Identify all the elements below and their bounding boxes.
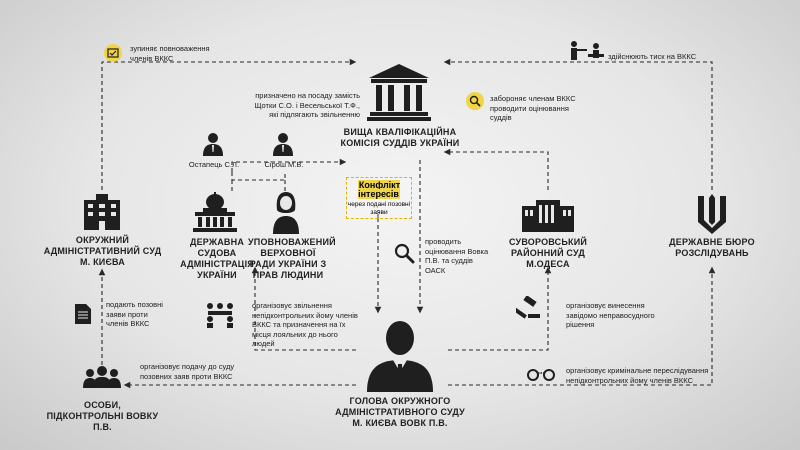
dbr-title: Державне бюро розслідувань (669, 237, 755, 258)
person-icon (203, 133, 223, 156)
arrow-forbid (443, 148, 549, 190)
court-building-icon (522, 200, 574, 232)
conflict-subtitle: через подані позовні заяви (347, 201, 411, 216)
arrow-suspend (101, 58, 357, 190)
odesa-court-title: Суворовський районний суд м.Одеса (508, 237, 588, 269)
gavel-icon (516, 296, 540, 319)
center-title: Вища кваліфікаційна комісія суддів Украї… (340, 127, 460, 148)
document-icon (75, 304, 91, 324)
note-evaluate: проводить оцінювання Вовка П.В. та судді… (425, 237, 489, 275)
note-verdict: організовує винесення завідомо неправосу… (566, 301, 655, 329)
note-criminal: організовує кримінальне переслідування н… (566, 366, 709, 385)
arrow-criminal (448, 266, 716, 386)
state-admin-title: Державна судова адміністрація України (180, 237, 254, 280)
office-building-icon (84, 194, 120, 230)
person-icon (273, 133, 293, 156)
search-person-icon (466, 92, 484, 110)
arrow-dismissal (251, 266, 356, 351)
note-appointed: призначено на посаду замість Щотки С.О. … (254, 91, 360, 119)
capitol-building-icon (193, 192, 237, 232)
head-title: Голова Окружного адміністративного суду … (335, 396, 465, 428)
note-pressure: здійснюють тиск на ВККС (608, 52, 697, 61)
group-icon (83, 366, 121, 388)
member-left-name: Остапець С.Л. (188, 160, 240, 169)
meeting-icon (207, 303, 233, 328)
persons-title: Особи, підконтрольні Вовку П.В. (46, 400, 159, 432)
pressure-icon (571, 41, 604, 60)
note-claims: подають позовні заяви проти членів ВККС (106, 300, 163, 328)
woman-icon (273, 192, 299, 234)
handcuffs-icon (527, 369, 555, 381)
members-bracket (231, 172, 286, 181)
member-right-name: Сірош М.В. (264, 160, 304, 169)
arrow-verdict (448, 266, 552, 351)
note-forbid: забороняє членам ВККС проводити оцінюван… (490, 94, 576, 122)
trident-emblem-icon (698, 194, 726, 234)
note-dismissal: організовує звільнення непідконтрольних … (252, 301, 358, 348)
person-icon (367, 321, 433, 392)
arrow-appointed (231, 158, 347, 172)
conflict-title: Конфлікт інтересів (357, 180, 401, 199)
magnifier-icon (394, 243, 415, 264)
note-suspend: зупиняє повноваження членів ВККС (130, 44, 210, 63)
ombudsman-title: Уповноважений Верховної Ради України з п… (248, 237, 336, 280)
arrow-pressure (443, 58, 713, 190)
left-court-title: Окружний адміністративний суд м. Києва (43, 235, 162, 267)
note-filing: організовує подачу до суду позовних заяв… (140, 362, 235, 381)
ballot-icon (104, 44, 122, 62)
columns-building-icon (367, 64, 431, 121)
conflict-box: Конфлікт інтересів через подані позовні … (346, 177, 412, 219)
